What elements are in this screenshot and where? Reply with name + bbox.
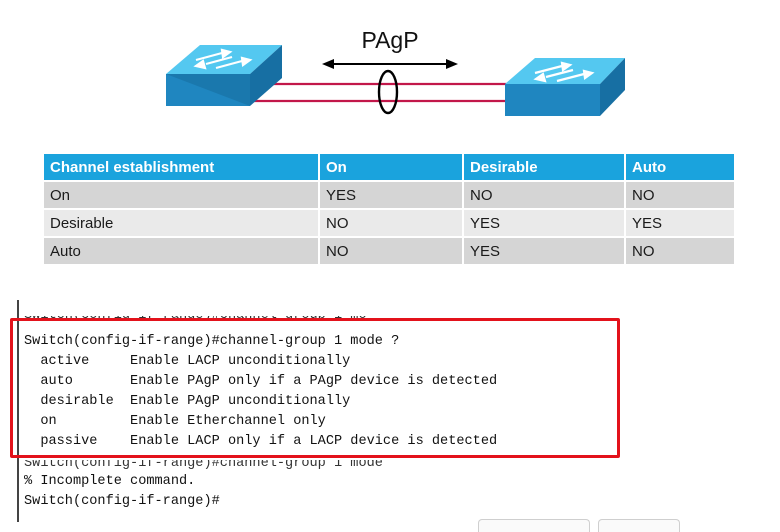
terminal-line: Switch(config-if-range)#channel-group 1 … xyxy=(24,334,400,349)
switch-right-icon xyxy=(505,58,625,116)
header-desirable: Desirable xyxy=(464,154,624,180)
protocol-label: PAgP xyxy=(361,27,418,53)
row-label: Auto xyxy=(44,238,318,264)
pagp-diagram: PAgP xyxy=(166,27,625,116)
terminal-edge xyxy=(17,300,19,522)
terminal-output: Switch(config-if-range)#channel-group 1 … xyxy=(16,306,656,516)
highlight-box xyxy=(10,318,620,458)
table-cell: NO xyxy=(626,182,734,208)
table-cell: NO xyxy=(320,238,462,264)
table-cell: YES xyxy=(626,210,734,236)
switch-left-icon xyxy=(166,45,282,106)
header-on: On xyxy=(320,154,462,180)
terminal-line: on Enable Etherchannel only xyxy=(24,414,326,429)
header-channel-establishment: Channel establishment xyxy=(44,154,318,180)
terminal-line: Switch(config-if-range)#channel-group 1 … xyxy=(24,456,383,471)
bundle-ellipse-icon xyxy=(377,69,399,115)
table-header-row: Channel establishment On Desirable Auto xyxy=(44,154,734,180)
row-label: On xyxy=(44,182,318,208)
terminal-line: Switch(config-if-range)# xyxy=(24,494,220,509)
row-label: Desirable xyxy=(44,210,318,236)
channel-establishment-table: Channel establishment On Desirable Auto … xyxy=(42,152,736,266)
table-cell: YES xyxy=(464,238,624,264)
table-cell: YES xyxy=(464,210,624,236)
table-row: Auto NO YES NO xyxy=(44,238,734,264)
double-arrow-icon xyxy=(322,59,458,69)
terminal-line: desirable Enable PAgP unconditionally xyxy=(24,394,351,409)
terminal-line: active Enable LACP unconditionally xyxy=(24,354,351,369)
table-cell: NO xyxy=(464,182,624,208)
terminal-line: % Incomplete command. xyxy=(24,474,196,489)
table-cell: YES xyxy=(320,182,462,208)
table-row: On YES NO NO xyxy=(44,182,734,208)
table-cell: NO xyxy=(626,238,734,264)
terminal-line: passive Enable LACP only if a LACP devic… xyxy=(24,434,498,449)
header-auto: Auto xyxy=(626,154,734,180)
table-row: Desirable NO YES YES xyxy=(44,210,734,236)
terminal-line: auto Enable PAgP only if a PAgP device i… xyxy=(24,374,498,389)
table-cell: NO xyxy=(320,210,462,236)
